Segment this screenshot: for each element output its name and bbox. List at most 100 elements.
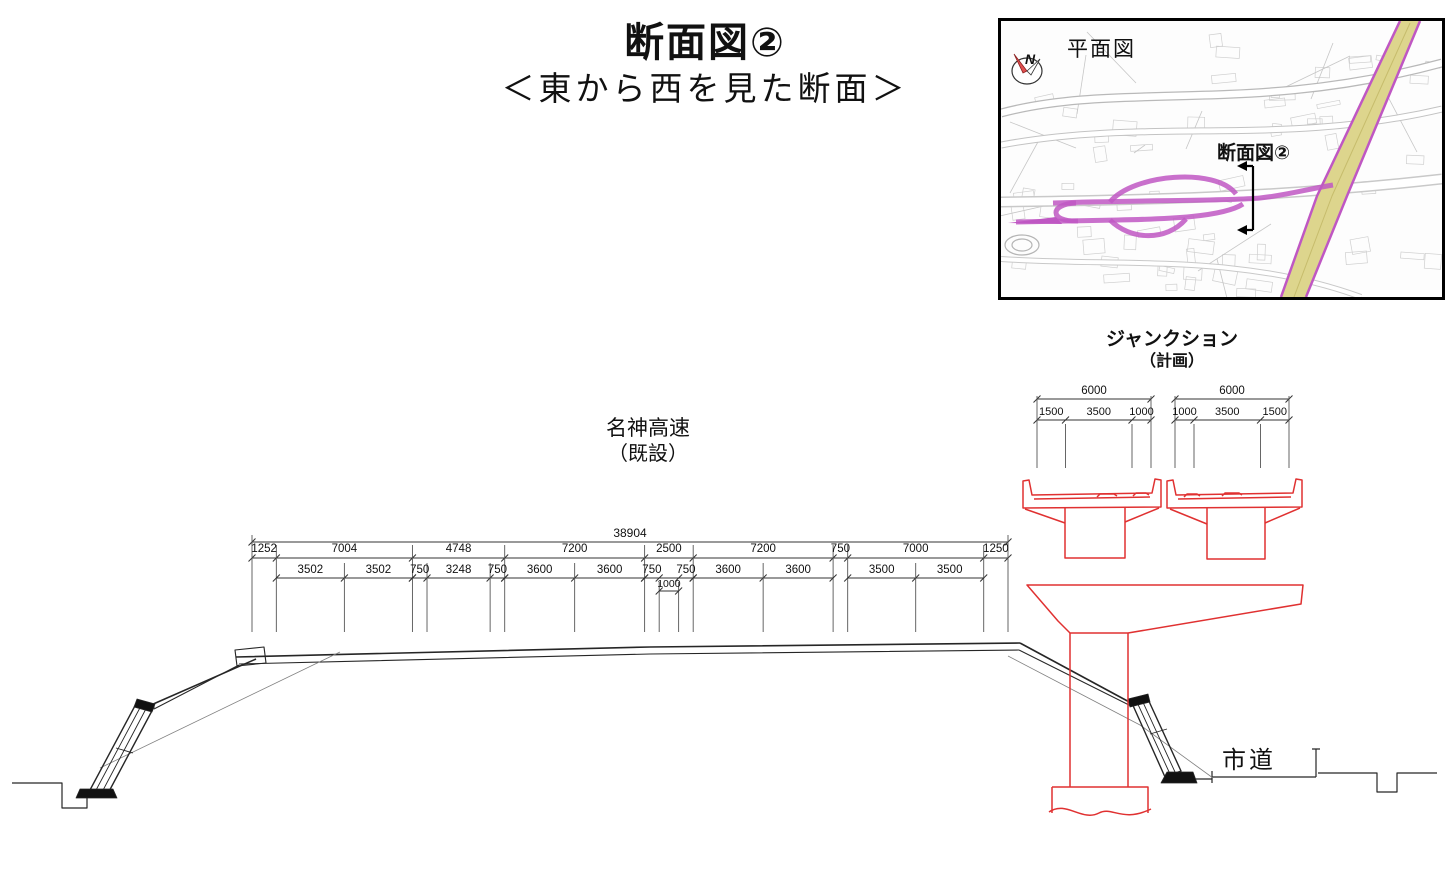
pier-footing — [1051, 786, 1149, 813]
dim-tick — [979, 574, 988, 582]
dim-label: 1252 — [251, 543, 277, 555]
dim-label: 7200 — [562, 543, 588, 555]
map-section-cut-label: 断面図② — [1217, 143, 1291, 164]
dim-tick — [272, 574, 281, 582]
dim-tick — [674, 574, 683, 582]
right-slope-outer — [1019, 642, 1134, 705]
map-street — [1009, 139, 1040, 194]
map-block — [1076, 226, 1092, 238]
map-block — [1208, 33, 1223, 48]
planned-structure-lines — [1022, 478, 1304, 816]
map-block — [1406, 154, 1425, 165]
pier-footing-break-line — [1048, 807, 1152, 816]
map-block — [1215, 45, 1241, 59]
left-slope-inner — [153, 664, 240, 710]
map-block — [1348, 55, 1372, 64]
dim-total-label: 38904 — [613, 526, 647, 540]
map-block — [1344, 250, 1368, 265]
compass-needle-red — [1013, 53, 1028, 74]
ground-right — [1194, 772, 1437, 793]
map-block — [1324, 133, 1340, 151]
map-street — [1001, 205, 1045, 217]
deck1-box-girder — [1064, 508, 1126, 559]
page-title: 断面図② — [624, 21, 786, 65]
dim-label: 6000 — [1219, 385, 1245, 397]
pier-column — [1069, 633, 1129, 787]
deck2-pavement — [1177, 492, 1292, 500]
compass-icon — [1011, 53, 1043, 85]
dim-label: 7000 — [903, 543, 929, 555]
dim-label: 7004 — [332, 543, 358, 555]
road-deck-top — [235, 642, 1021, 658]
map-block — [1256, 243, 1266, 261]
pier-cap — [1026, 584, 1304, 634]
dim-tick — [640, 574, 649, 582]
planned-junction-label: ジャンクション （計画） — [1077, 329, 1267, 371]
dim-tick — [1256, 416, 1265, 424]
dim-label: 4748 — [446, 543, 472, 555]
ground-left — [12, 782, 88, 809]
map-street — [1197, 223, 1272, 272]
map-planned-road-fill — [1281, 21, 1420, 297]
map-block — [1211, 73, 1237, 85]
map-block — [1186, 238, 1215, 256]
deck2-outline — [1166, 478, 1303, 509]
dim-tick — [689, 574, 698, 582]
junction-name: ジャンクション — [1105, 329, 1239, 350]
map-block — [1236, 288, 1257, 297]
right-slope-inner — [1018, 649, 1132, 707]
map-block — [1158, 265, 1176, 274]
map-route-hairpin — [1053, 200, 1079, 224]
map-block — [1248, 253, 1272, 265]
map-roads — [1001, 21, 1442, 297]
road-deck-left-cap — [234, 646, 267, 667]
map-planned-road-edge-left — [1279, 21, 1402, 297]
dim-label: 1500 — [1263, 406, 1287, 418]
map-block — [1400, 251, 1425, 261]
dim-label: 1250 — [983, 543, 1009, 555]
north-label: N — [1025, 51, 1036, 67]
right-wall-footing — [1160, 771, 1198, 784]
map-street — [1086, 31, 1137, 84]
map-roundabout — [1004, 234, 1040, 256]
dim-tick — [1061, 416, 1070, 424]
map-canvas — [1001, 21, 1442, 297]
page-subtitle: ＜東から西を見た断面＞ — [501, 70, 909, 107]
dim-label: 750 — [642, 564, 661, 576]
city-road-label: 市道 — [1222, 747, 1276, 774]
dim-label: 3500 — [937, 564, 963, 576]
junction-status: （計画） — [1139, 352, 1204, 370]
compass-needle-white — [1026, 58, 1041, 76]
deck1-haunches — [1024, 507, 1160, 524]
dim-label: 3500 — [1215, 406, 1239, 418]
dim-label: 3600 — [527, 564, 553, 576]
dim-label: 750 — [488, 564, 507, 576]
map-street — [1009, 121, 1077, 149]
existing-structure-lines — [12, 642, 1437, 809]
existing-expressway-status: （既設） — [608, 443, 688, 466]
map-block — [1202, 233, 1216, 242]
map-planned-road-edge-right — [1304, 21, 1422, 297]
dim-label: 3600 — [715, 564, 741, 576]
map-block — [1423, 253, 1442, 270]
right-wall-cap — [1127, 693, 1151, 708]
map-route-lower — [1015, 201, 1245, 225]
dim-tick — [1190, 416, 1198, 424]
map-block — [1409, 74, 1429, 85]
right-wall-ribs — [1135, 697, 1176, 775]
map-street — [1076, 54, 1087, 115]
map-route-upper — [1052, 182, 1334, 206]
map-route-loop-lower — [1108, 217, 1188, 239]
map-block — [1103, 272, 1131, 284]
deck2-box-girder — [1206, 508, 1266, 560]
map-route-spur — [1008, 217, 1062, 224]
map-block — [1184, 276, 1197, 291]
left-wall-footing — [75, 788, 118, 799]
dim-label: 1000 — [1172, 406, 1196, 418]
dim-label: 3500 — [1087, 406, 1111, 418]
map-block — [1062, 106, 1078, 119]
dim-label: 6000 — [1081, 385, 1107, 397]
dim-label: 1000 — [1129, 406, 1153, 418]
